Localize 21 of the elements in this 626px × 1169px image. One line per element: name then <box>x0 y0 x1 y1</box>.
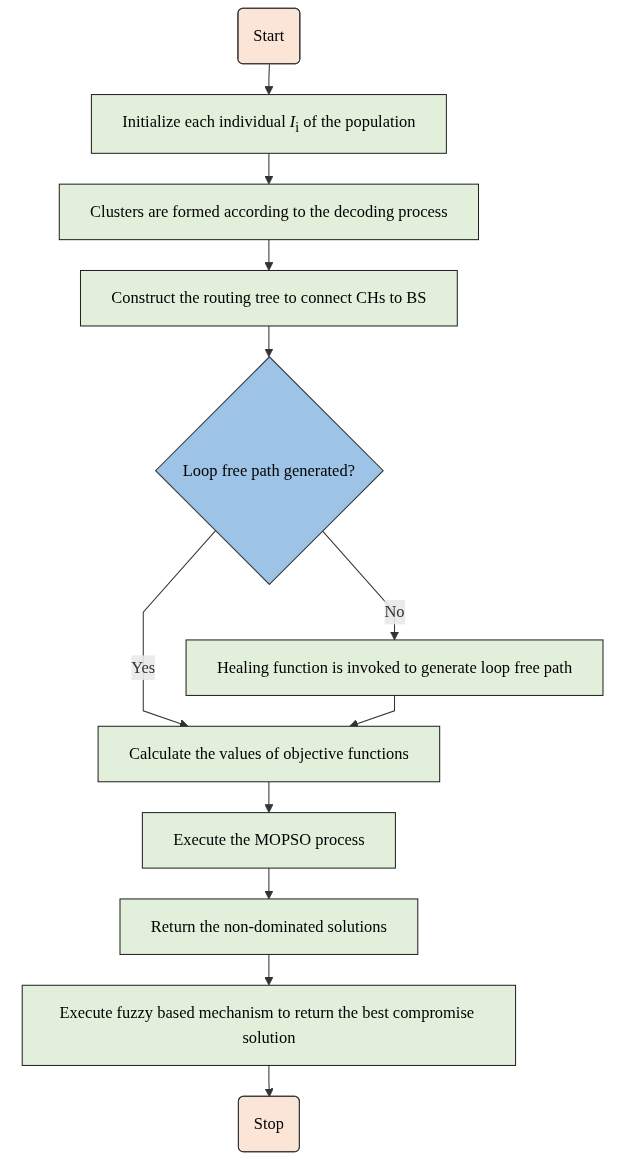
node-diamond: Loop free path generated? <box>155 356 385 586</box>
edge-label: Yes <box>131 658 156 676</box>
node-box: Execute fuzzy based mechanism to return the best compromise solution <box>22 984 517 1066</box>
node-box: Initialize each individual I$_{i}$ of the population <box>91 94 448 154</box>
arrow <box>264 239 274 271</box>
arrow <box>349 694 396 728</box>
arrow <box>264 63 274 95</box>
node-box: Execute the MOPSO process <box>142 812 397 869</box>
arrow <box>264 781 274 813</box>
arrow <box>265 1064 275 1098</box>
node-box: Healing function is invoked to generate loop free path <box>185 639 604 696</box>
arrow <box>264 325 274 358</box>
arrow <box>264 953 274 986</box>
node-box: Calculate the values of objective functions <box>97 725 441 783</box>
node-box: Construct the routing tree to connect CHs to BS <box>80 269 459 327</box>
edge-label: No <box>384 602 405 621</box>
arrow <box>264 867 274 900</box>
node-box: Clusters are formed according to the decoding process <box>59 183 480 241</box>
arrow <box>264 152 274 185</box>
node-box: Return the non-dominated solutions <box>119 898 419 955</box>
arrow <box>143 530 217 728</box>
